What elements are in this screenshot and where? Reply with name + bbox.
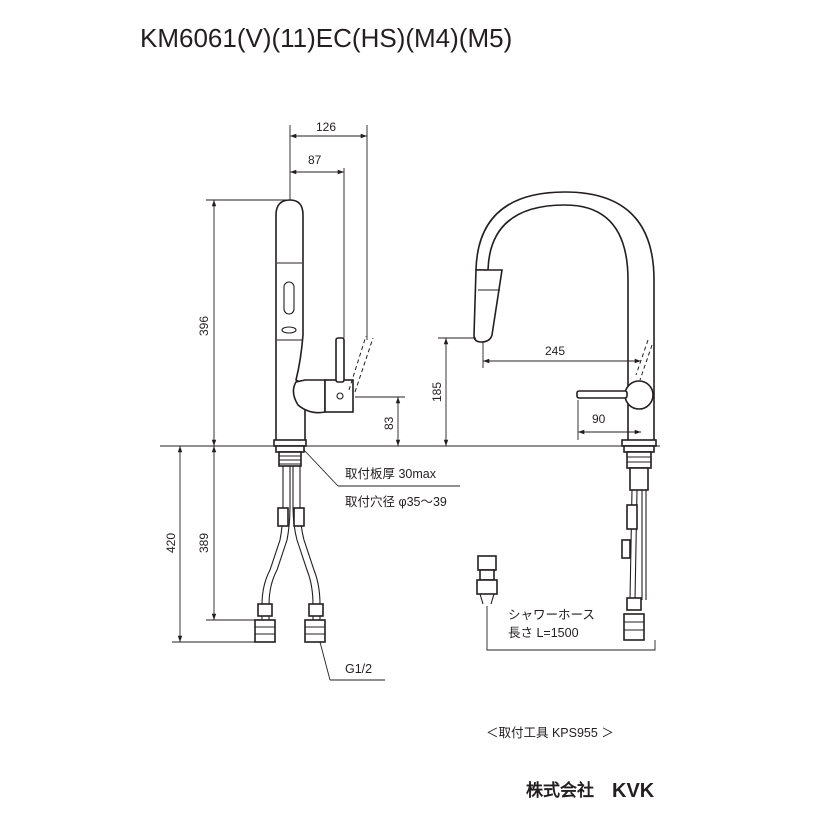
dim-245: 245 [545,344,565,358]
dim-83: 83 [382,416,396,430]
supply-pipe-left-outer [261,466,284,620]
front-view-dimensions: 185 245 90 [430,337,641,446]
lever-block [324,379,354,413]
supply-pipe-right-outer [299,466,321,620]
thread-note: G1/2 [345,662,372,676]
side-view-mounting [254,445,326,643]
brand-prefix: 株式会社 [526,780,594,800]
front-view-faucet [473,191,657,447]
spray-button [283,281,295,315]
brand-logo: KVK [612,780,655,802]
side-view-faucet [273,199,374,447]
front-faucet-base [621,439,657,447]
dim-396: 396 [197,316,211,336]
pipe-fitting-right [293,507,305,527]
front-sprayhead [473,269,503,343]
lever-pivot [336,392,344,400]
hose-length: 長さ L=1500 [508,626,579,640]
connector-left [254,619,276,643]
hose-dashed-b [639,344,653,381]
pipe-end-left [257,603,273,617]
tool-note: ＜取付工具 KPS955 ＞ [486,726,614,740]
faucet-body-side [275,199,306,446]
dim-90: 90 [592,412,606,426]
front-lever-circle [624,380,654,410]
lever-swing-dashed [348,335,374,393]
arched-spout [475,191,655,446]
front-connector [623,613,645,641]
spray-nozzle [281,326,297,334]
front-lever-handle [576,390,628,399]
connector-right [304,619,326,643]
dim-420: 420 [164,533,178,553]
pipe-fitting-left [277,507,289,527]
hose-label: シャワーホース [508,608,595,622]
hose-fitting-mid [476,579,498,595]
mount-washer [275,445,305,453]
hose-dashed-a [635,339,649,376]
mounting-notes: 取付板厚 30max 取付穴径 φ35～39 G1/2 [303,449,460,681]
model-title: KM6061(V)(11)EC(HS)(M4)(M5) [140,23,512,53]
dim-185: 185 [430,382,444,402]
lever-handle [335,337,345,383]
front-hose [641,490,647,600]
shower-hose-callout: シャワーホース 長さ L=1500 [476,555,656,651]
front-view-mounting [621,445,655,641]
hole-diameter-note: 取付穴径 φ35～39 [345,494,447,509]
hose-callout-bracket [486,606,656,651]
dim-126: 126 [316,120,336,134]
dim-87: 87 [308,153,322,167]
front-mount-nut [626,451,652,469]
faucet-base [273,439,307,447]
plate-thickness-note: 取付板厚 30max [345,467,437,481]
pipe-end-right [308,603,324,617]
dim-389: 389 [197,533,211,553]
side-view-dimensions: 126 87 396 83 420 389 [164,120,405,643]
hose-fitting-top [477,555,497,571]
supply-pipe-left-inner [268,466,291,620]
supply-pipe-right-inner [292,466,314,620]
